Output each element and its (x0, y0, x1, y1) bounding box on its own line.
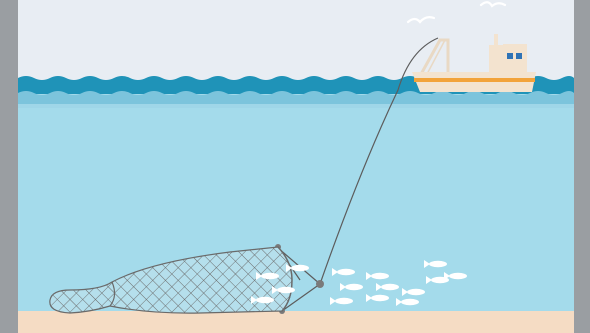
seabed (18, 311, 574, 333)
water-surface-shade (18, 104, 574, 108)
sky (18, 0, 574, 82)
fish-icon (366, 272, 389, 280)
fish-icon (366, 294, 389, 302)
fish-icon (376, 283, 399, 291)
fish-icon (272, 286, 295, 294)
net-ring (109, 281, 116, 307)
fish-icon (424, 260, 447, 268)
ship-window-icon (516, 53, 522, 59)
frame-right (574, 0, 590, 333)
trawler-boat (412, 34, 536, 92)
frame-left (0, 0, 18, 333)
fish-icon (330, 297, 353, 305)
fish-school (251, 260, 467, 306)
ship-cabin (489, 45, 503, 76)
fish-icon (251, 296, 274, 304)
bird-icon (406, 16, 436, 24)
fish-icon (340, 283, 363, 291)
ship-bridge (503, 44, 527, 76)
wave-light (18, 91, 574, 106)
bird-icon (479, 1, 507, 8)
ship-crane (418, 38, 450, 77)
fish-icon (286, 264, 309, 272)
fish-icon (256, 272, 279, 280)
net-otter-board-icon (316, 280, 324, 288)
ship-mast (494, 34, 498, 46)
crane-cable (425, 39, 446, 77)
ship-stripe (414, 78, 535, 82)
fish-icon (402, 288, 425, 296)
water (18, 86, 574, 314)
net-mouth-ring (277, 246, 293, 312)
fish-icon (332, 268, 355, 276)
fish-icon (396, 298, 419, 306)
ship-window-icon (507, 53, 513, 59)
tow-cable (319, 37, 439, 285)
fish-icon (426, 276, 449, 284)
